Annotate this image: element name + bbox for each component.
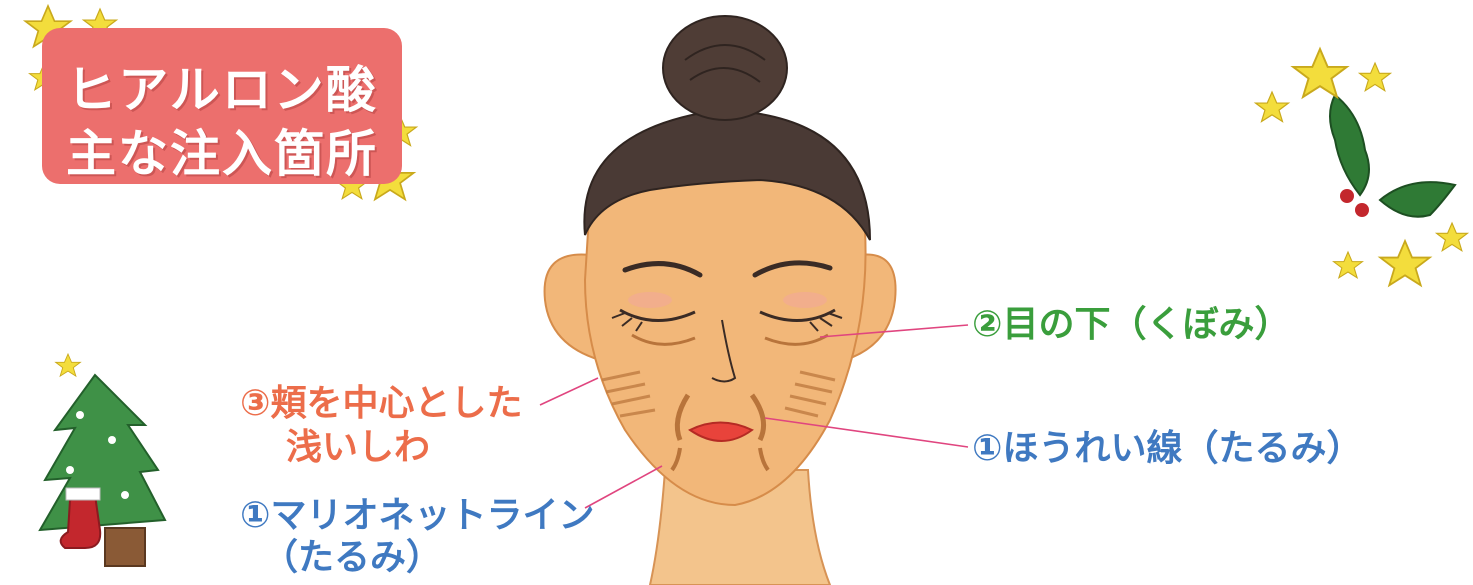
label-under-eye: ②目の下（くぼみ） (972, 303, 1290, 347)
label-cheek-line-2: 浅いしわ (286, 426, 430, 470)
title-line-1: ヒアルロン酸 (42, 50, 402, 122)
label-marionette-line-1: ①マリオネットライン (240, 494, 594, 538)
star-icon (1360, 63, 1391, 91)
title-banner: ヒアルロン酸 主な注入箇所 (42, 28, 402, 184)
label-marionette-line-2: （たるみ） (262, 536, 442, 580)
leader-line-cheek (540, 378, 598, 405)
star-icon (1293, 49, 1347, 97)
label-nasolabial: ①ほうれい線（たるみ） (972, 427, 1362, 471)
star-icon (1380, 241, 1429, 285)
star-icon (56, 354, 81, 376)
star-icon (1437, 223, 1468, 251)
leader-line-marionette (585, 466, 662, 508)
star-icon (1256, 92, 1289, 122)
holly-icon (1330, 95, 1455, 217)
christmas-tree-icon (40, 375, 165, 566)
label-cheek-line-1: ③頬を中心とした (240, 382, 522, 426)
star-icon (1334, 252, 1363, 278)
title-line-2: 主な注入箇所 (42, 114, 402, 186)
